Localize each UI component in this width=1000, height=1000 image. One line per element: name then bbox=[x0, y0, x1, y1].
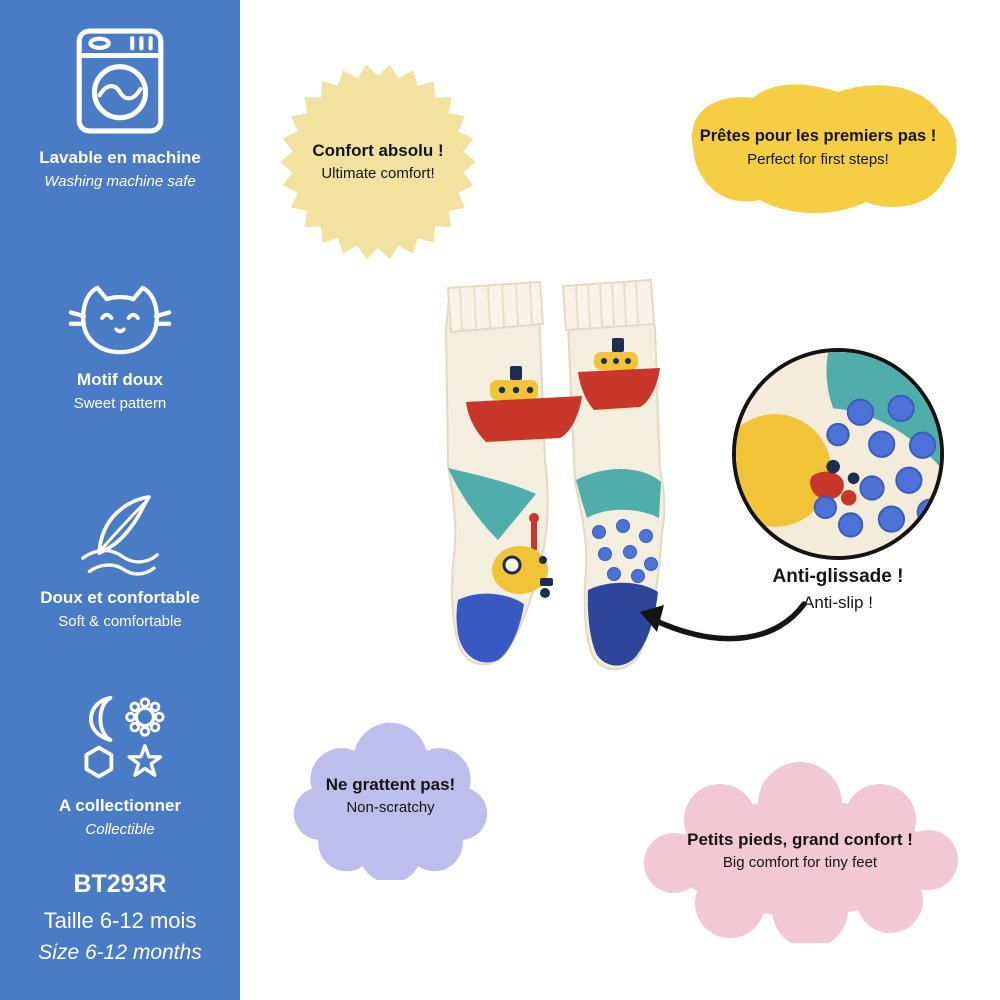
starburst-shape bbox=[280, 64, 476, 260]
feature-title: Motif doux bbox=[77, 370, 163, 389]
moon-icon bbox=[89, 695, 113, 742]
size-label-fr: Taille 6-12 mois bbox=[43, 908, 197, 933]
tiny-feet-badge: Petits pieds, grand confort ! Big comfor… bbox=[640, 758, 960, 943]
feature-sweet-pattern: Motif doux Sweet pattern bbox=[0, 280, 240, 414]
callout-title: Anti-glissade ! bbox=[772, 566, 904, 587]
badge-title: Ne grattent pas! bbox=[325, 775, 456, 794]
badge-subtitle: Non-scratchy bbox=[346, 799, 435, 817]
feather-icon bbox=[81, 495, 159, 576]
baby-socks-photo bbox=[444, 278, 666, 671]
cloud-shape bbox=[644, 762, 958, 943]
front-sock bbox=[444, 280, 582, 666]
collectible-icons bbox=[84, 695, 165, 779]
feature-subtitle: Sweet pattern bbox=[73, 395, 167, 412]
badge-subtitle: Perfect for first steps! bbox=[747, 150, 889, 168]
badge-subtitle: Big comfort for tiny feet bbox=[722, 853, 878, 871]
sole-closeup bbox=[736, 352, 940, 556]
badge-subtitle: Ultimate comfort! bbox=[321, 165, 435, 183]
feature-soft: Doux et confortable Soft & comfortable bbox=[0, 492, 240, 632]
washing-machine-icon bbox=[76, 28, 164, 134]
first-steps-badge: Prêtes pour les premiers pas ! Perfect f… bbox=[668, 68, 968, 228]
product-reference-block: BT293R Taille 6-12 mois Size 6-12 months bbox=[0, 870, 240, 965]
feature-collectible: A collectionner Collectible bbox=[0, 694, 240, 840]
feature-sidebar: Lavable en machine Washing machine safe … bbox=[0, 0, 240, 1000]
back-sock bbox=[561, 278, 666, 671]
non-scratchy-badge: Ne grattent pas! Non-scratchy bbox=[288, 712, 493, 880]
callout-subtitle: Anti-slip ! bbox=[803, 593, 873, 612]
product-reference: BT293R bbox=[73, 870, 167, 898]
feature-washable: Lavable en machine Washing machine safe bbox=[0, 24, 240, 192]
comfort-badge: Confort absolu ! Ultimate comfort! bbox=[278, 62, 478, 262]
badge-title: Petits pieds, grand confort ! bbox=[687, 829, 913, 849]
anti-slip-callout: Anti-glissade ! Anti-slip ! bbox=[727, 566, 949, 613]
hexagon-icon bbox=[84, 745, 114, 779]
anti-slip-zoom-inset bbox=[732, 348, 944, 560]
curved-arrow-icon bbox=[640, 601, 807, 642]
feature-title: Doux et confortable bbox=[40, 588, 200, 607]
badge-title: Confort absolu ! bbox=[312, 141, 444, 160]
feature-title: A collectionner bbox=[58, 796, 182, 815]
size-label-en: Size 6-12 months bbox=[38, 941, 202, 964]
feature-subtitle: Soft & comfortable bbox=[58, 613, 182, 630]
flower-icon bbox=[134, 706, 156, 728]
cat-icon bbox=[68, 285, 172, 355]
feature-subtitle: Washing machine safe bbox=[44, 173, 196, 190]
badge-title: Prêtes pour les premiers pas ! bbox=[699, 127, 937, 146]
blob-shape bbox=[691, 84, 957, 214]
feature-subtitle: Collectible bbox=[85, 821, 155, 838]
cloud-shape bbox=[293, 722, 488, 880]
feature-title: Lavable en machine bbox=[39, 148, 201, 167]
star-icon bbox=[127, 744, 163, 777]
